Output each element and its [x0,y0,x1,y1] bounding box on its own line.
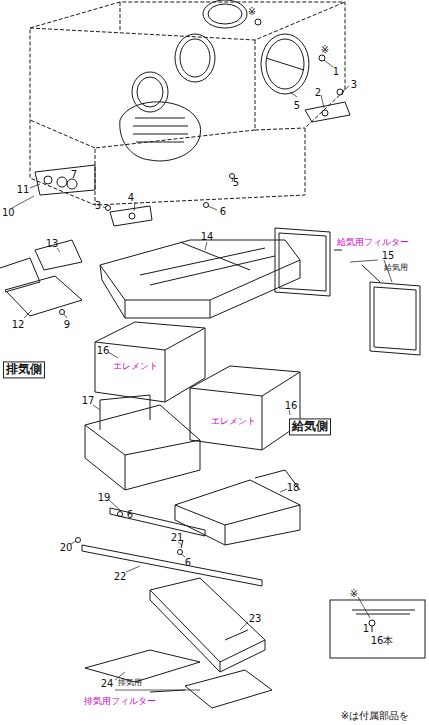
callout-number: 3 [351,79,357,90]
callout-number: 22 [114,571,127,582]
exhaust-filters [85,650,272,708]
supply-filters [275,228,420,355]
callout-number: 21 [171,532,184,543]
callout-number: 4 [128,192,134,203]
callout-number: 6 [220,206,226,217]
rails [76,508,263,586]
callout-number: 11 [17,184,30,195]
exhaust-frame [85,395,200,490]
part-name: エレメント [113,362,158,372]
inset-box [330,600,425,658]
callout-number: 20 [60,542,73,553]
part-count: 16本 [371,635,394,646]
callout-number: 15 [382,250,395,261]
part-name: 排気用 [118,679,142,688]
note-mark: ※ [321,44,329,55]
callout-number: 10 [2,207,15,218]
part-name: 排気用フィルター [84,697,156,707]
note-mark: ※ [350,588,358,599]
callout-number: 12 [12,319,25,330]
part-name: エレメント [211,417,256,427]
callout-number: 1 [363,623,369,634]
callout-number: 9 [64,319,70,330]
callout-number: 6 [127,509,133,520]
bottom-frame [150,578,265,672]
callout-number: 24 [101,678,114,689]
side-label: 排気側 [3,361,45,378]
housing [30,2,345,205]
callout-number: 23 [249,613,262,624]
callout-number: 2 [315,87,321,98]
callout-number: 1 [333,66,339,77]
leader-lines [12,60,392,690]
callout-number: 5 [294,100,300,111]
cover-plates [0,240,82,316]
callout-number: 13 [46,238,59,249]
callout-number: 3 [95,200,101,211]
callout-number: 18 [287,482,300,493]
side-label: 給気側 [289,418,331,435]
callout-number: 6 [185,557,191,568]
part-name: 給気用 [384,264,408,273]
callout-number: 14 [201,231,214,242]
note-text: ※は付属部品を [341,710,409,721]
fan [120,102,201,161]
callout-number: 19 [98,492,111,503]
callout-number: 16 [285,400,298,411]
elements [95,322,300,450]
fasteners [35,19,350,226]
duct-rings [132,0,309,112]
tray [100,240,300,318]
callout-number: 5 [233,177,239,188]
callout-number: 16 [97,345,110,356]
part-name: 給気用フィルター [337,238,409,248]
note-mark: ※ [248,6,256,17]
callout-number: 7 [71,169,77,180]
callout-number: 17 [82,395,95,406]
